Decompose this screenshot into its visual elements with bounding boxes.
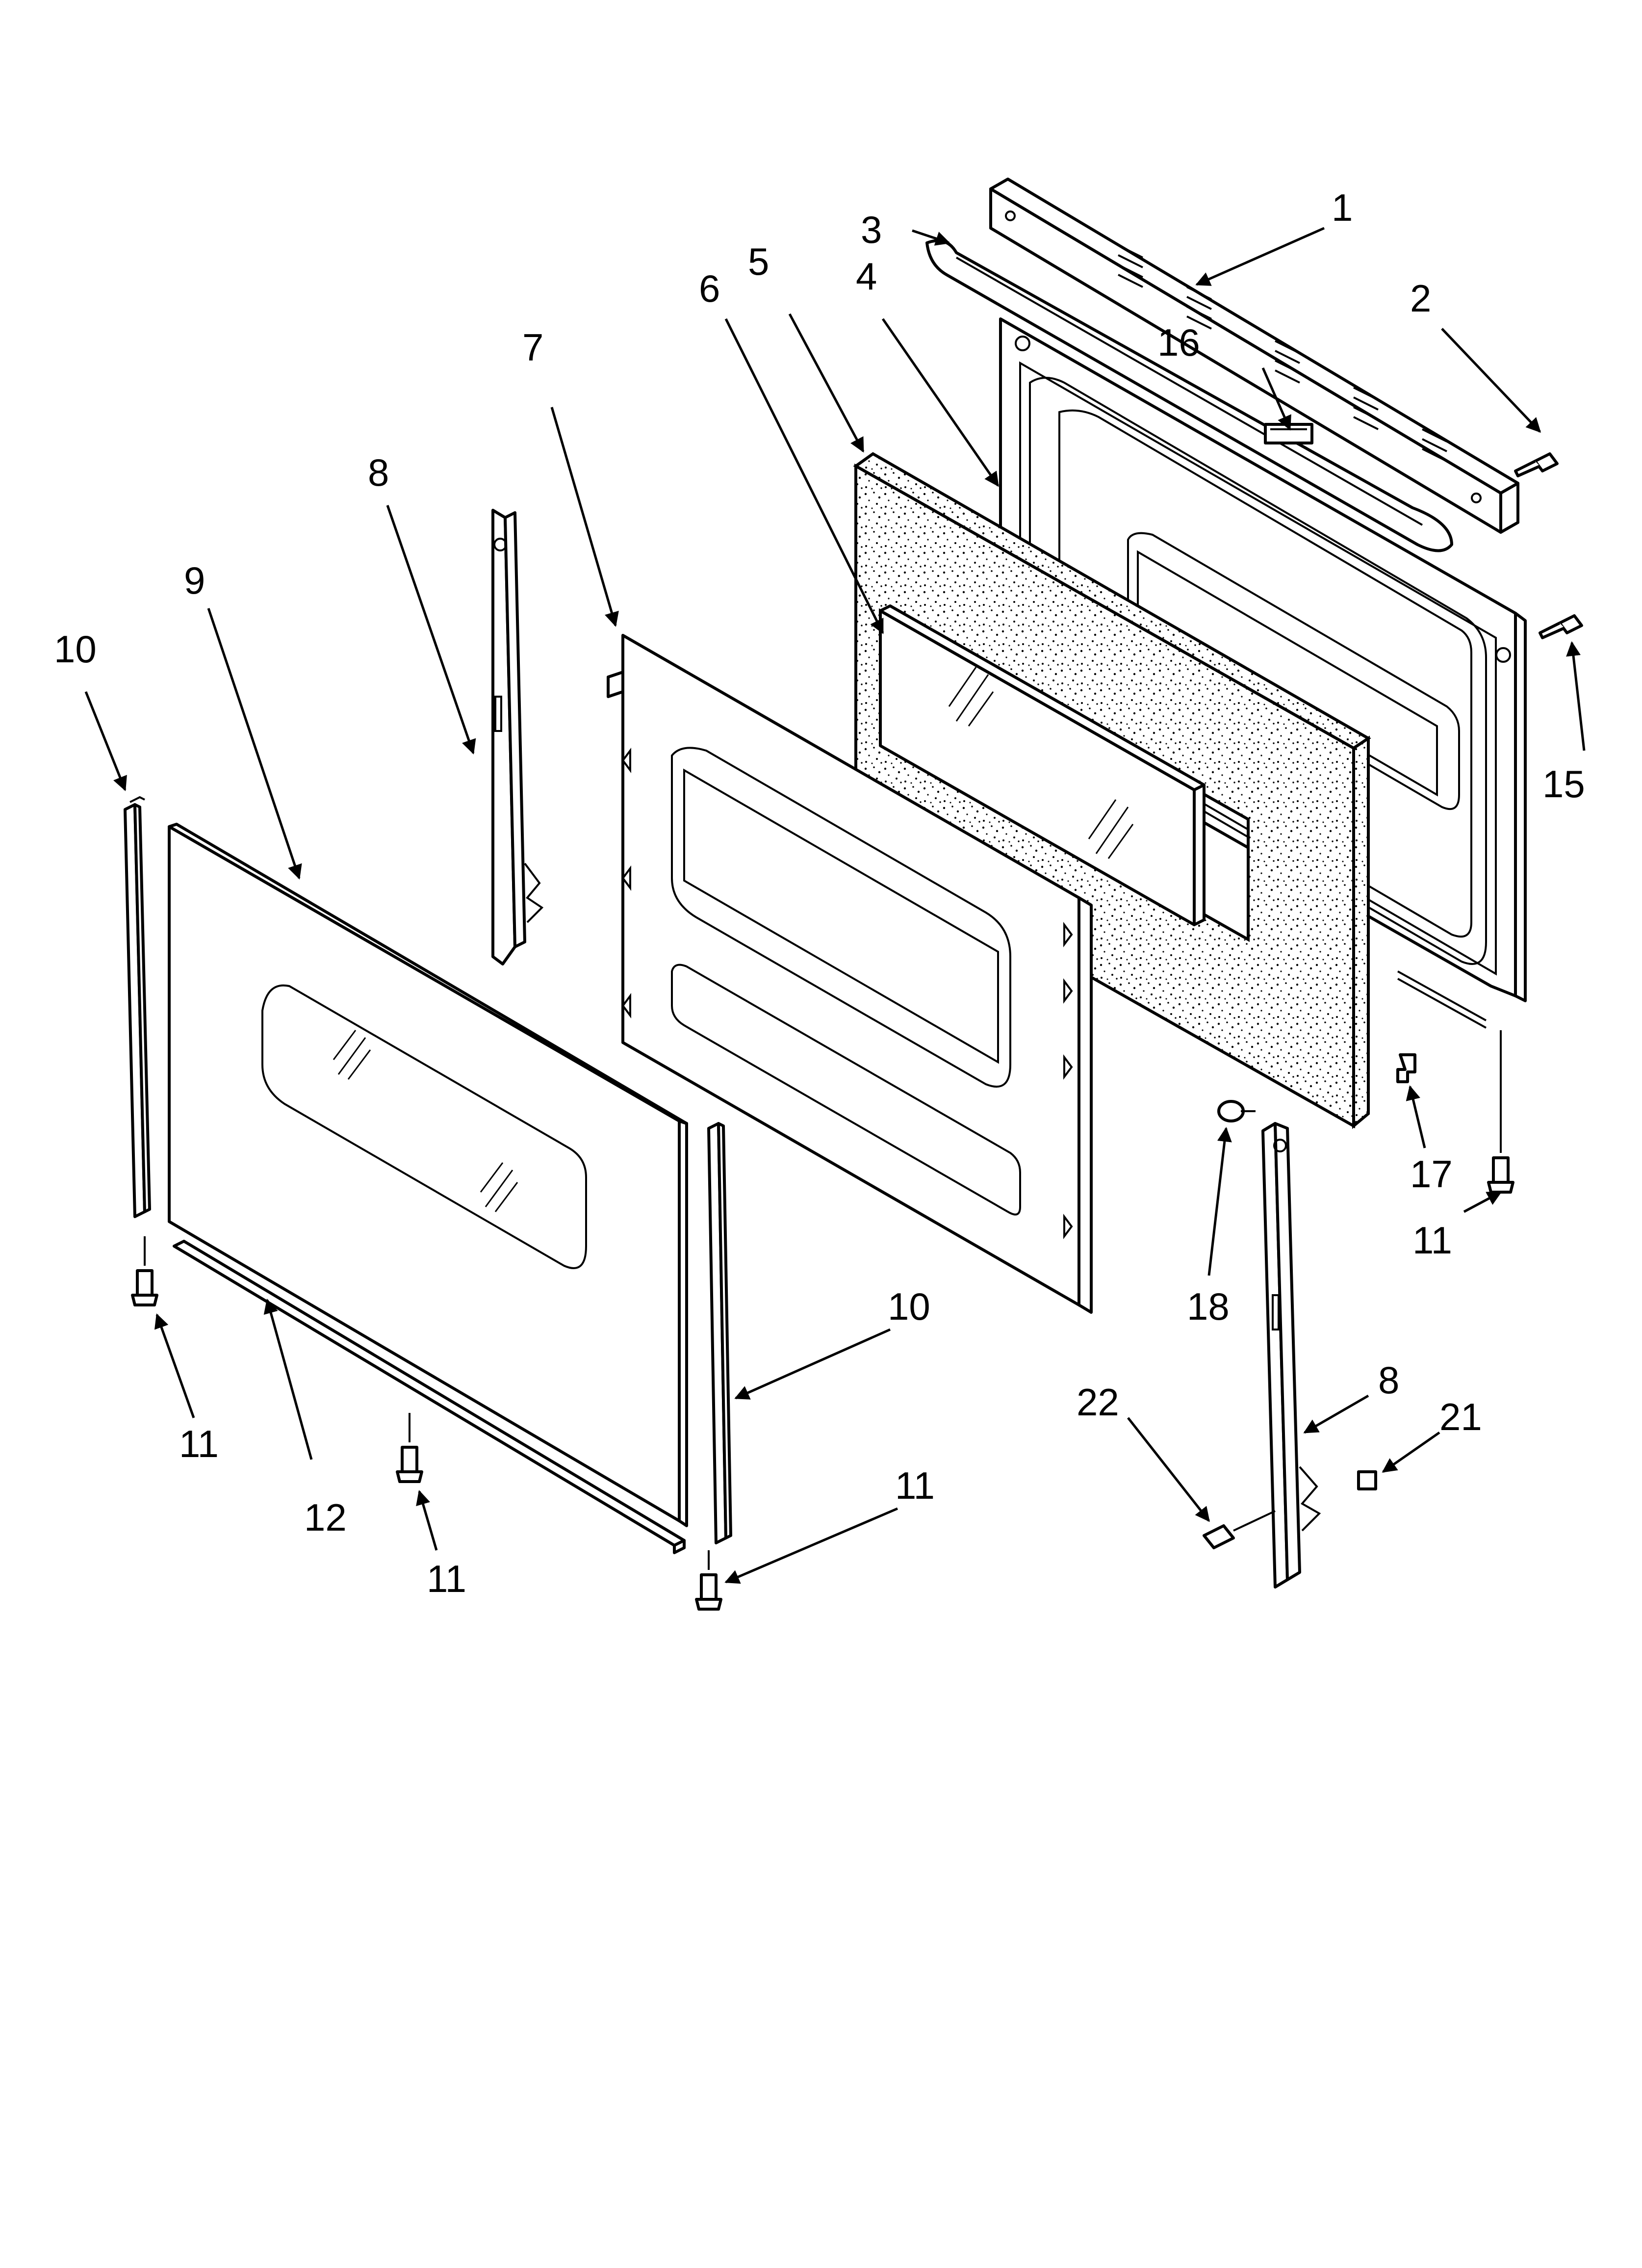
part-3-trim-strip xyxy=(925,239,1453,552)
callout-22: 22 xyxy=(1077,1381,1119,1424)
part-8-left-hinge-bracket xyxy=(491,509,544,965)
callout-10-left: 10 xyxy=(54,627,97,671)
callout-9: 9 xyxy=(184,559,205,602)
part-15-screw xyxy=(1539,614,1583,639)
callout-21: 21 xyxy=(1439,1395,1482,1438)
part-18-bumper xyxy=(1217,1100,1256,1122)
callout-15: 15 xyxy=(1542,762,1585,806)
callout-5: 5 xyxy=(748,240,769,283)
part-11-screw-c xyxy=(695,1550,722,1611)
callout-labels: 1 2 3 4 5 6 7 8 9 10 16 15 17 11 18 8 21… xyxy=(54,186,1585,1600)
callout-11-bottom-right: 11 xyxy=(895,1464,935,1507)
callout-17: 17 xyxy=(1410,1152,1453,1196)
part-16-clip xyxy=(1264,423,1313,444)
part-11-screw-b xyxy=(396,1413,423,1483)
part-7-door-liner xyxy=(607,634,1093,1314)
callout-7: 7 xyxy=(522,326,543,369)
callout-8-right: 8 xyxy=(1378,1358,1399,1402)
callout-11-bottom: 11 xyxy=(427,1557,466,1600)
part-21-clip xyxy=(1357,1470,1377,1490)
callout-11-right: 11 xyxy=(1412,1219,1452,1262)
part-11-screw-d xyxy=(1487,1030,1514,1194)
callout-6: 6 xyxy=(699,267,720,310)
part-6-inner-glass xyxy=(879,604,1206,926)
part-17-clip xyxy=(1396,1053,1416,1083)
callout-4: 4 xyxy=(856,255,877,298)
part-9-outer-door-panel xyxy=(168,823,688,1527)
part-2-screw xyxy=(1514,452,1559,477)
callout-11-left: 11 xyxy=(179,1422,219,1465)
part-5-insulation xyxy=(853,452,1371,1129)
part-10-left-side-trim xyxy=(124,796,151,1218)
part-10-right-side-trim xyxy=(707,1122,732,1544)
leader-lines xyxy=(84,227,1586,1584)
part-12-bottom-trim xyxy=(173,1240,686,1554)
part-11-screw-a xyxy=(131,1236,158,1306)
part-4-inner-door-panel xyxy=(999,317,1527,1029)
callout-3: 3 xyxy=(861,208,882,251)
callout-2: 2 xyxy=(1410,277,1431,320)
part-1-vent-trim xyxy=(989,178,1519,534)
part-8-right-hinge-bracket xyxy=(1261,1122,1321,1589)
part-22-screw xyxy=(1203,1510,1276,1549)
callout-12: 12 xyxy=(304,1496,347,1539)
callout-18: 18 xyxy=(1187,1285,1230,1328)
callout-10-right: 10 xyxy=(888,1285,930,1328)
callout-1: 1 xyxy=(1332,186,1353,229)
callout-16: 16 xyxy=(1157,321,1200,364)
callout-8-left: 8 xyxy=(368,451,389,494)
